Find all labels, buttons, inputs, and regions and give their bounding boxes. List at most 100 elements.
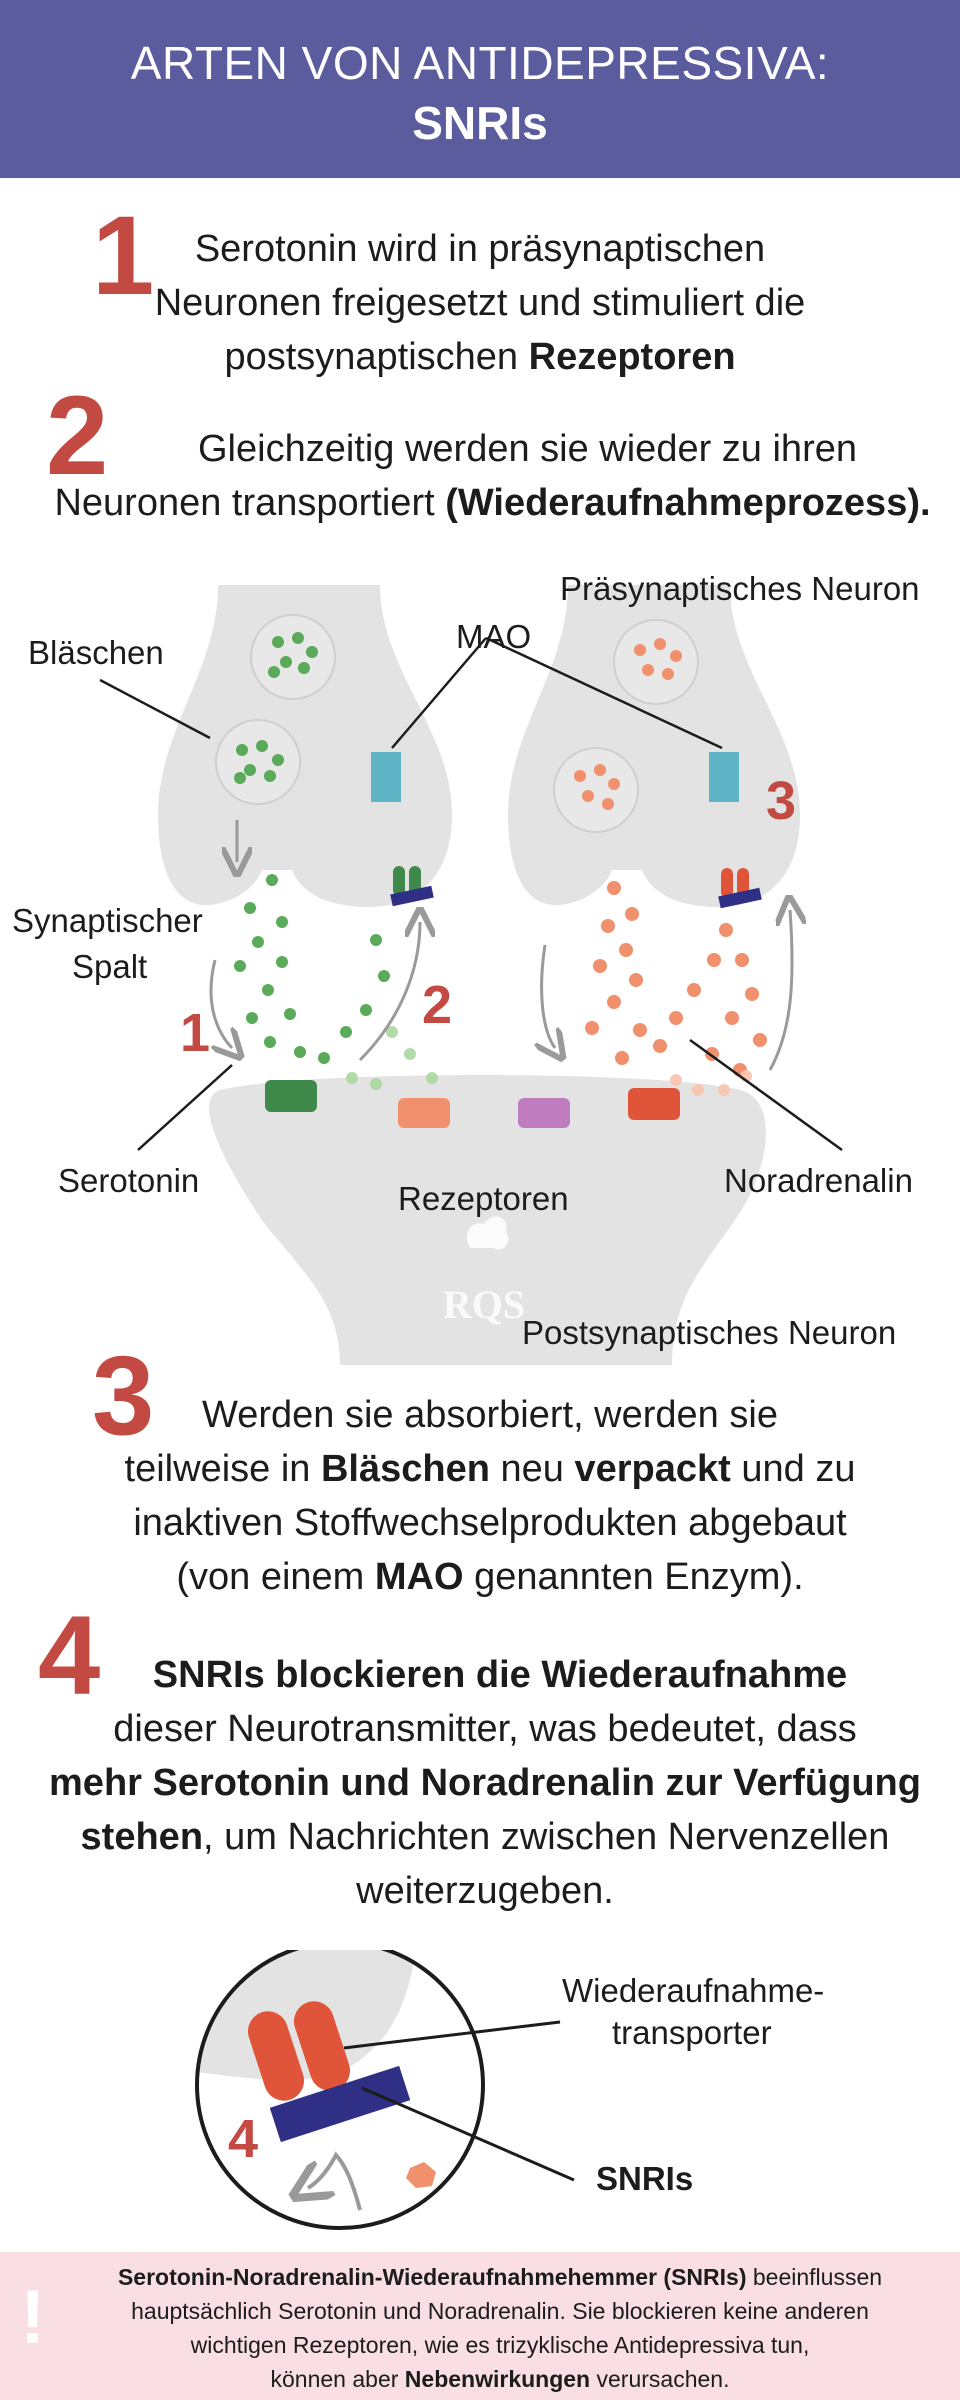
neurotransmitter-dot — [653, 1039, 667, 1053]
receptor-serotonin — [265, 1080, 317, 1112]
neurotransmitter-dot — [346, 1072, 358, 1084]
neurotransmitter-dot — [378, 970, 390, 982]
label-serotonin: Serotonin — [58, 1162, 200, 1199]
neurotransmitter-dot — [607, 995, 621, 1009]
neurotransmitter-dot — [718, 1084, 730, 1096]
neurotransmitter-dot — [404, 1048, 416, 1060]
neurotransmitter-dot — [268, 666, 280, 678]
text-line: teilweise in Bläschen neu verpackt und z… — [124, 1448, 856, 1490]
neurotransmitter-dot — [619, 943, 633, 957]
zoom-blocked-arrow — [308, 2151, 362, 2211]
text-line: hauptsächlich Serotonin und Noradrenalin… — [131, 2298, 869, 2324]
vesicle-circle — [215, 719, 301, 805]
text-line: inaktiven Stoffwechselprodukten abgebaut — [133, 1502, 847, 1544]
step-3-number: 3 — [92, 1333, 155, 1458]
zoom-snri-blocker — [269, 2065, 411, 2143]
zoom-illustration — [195, 1950, 575, 2230]
leader-serotonin — [137, 1064, 233, 1151]
text-line: weiterzugeben. — [356, 1870, 614, 1912]
neurotransmitter-dot — [234, 772, 246, 784]
neurotransmitter-dot — [386, 1026, 398, 1038]
step-1-number: 1 — [92, 193, 155, 318]
leader-noradrenaline — [689, 1038, 843, 1152]
label-transporter-line1: Wiederaufnahme- — [562, 1972, 825, 2009]
step-2-text: Gleichzeitig werden sie wieder zu ihren … — [40, 422, 945, 530]
neurotransmitter-dot — [426, 1072, 438, 1084]
arrow-release-right — [542, 944, 555, 1048]
neurotransmitter-dot — [585, 1021, 599, 1035]
label-noradrenaline: Noradrenalin — [724, 1162, 913, 1199]
text-line: Serotonin-Noradrenalin-Wiederaufnahmehem… — [117, 2264, 883, 2290]
receptor-purple — [518, 1098, 570, 1128]
neurotransmitter-dot — [266, 874, 278, 886]
label-presynaptic-neuron: Präsynaptisches Neuron — [560, 570, 920, 607]
neurotransmitter-dot — [272, 636, 284, 648]
leader-mao-left — [391, 637, 487, 749]
vesicle-circle — [553, 747, 639, 833]
step-3-text: Werden sie absorbiert, werden sie teilwe… — [100, 1388, 880, 1604]
neurotransmitter-dot — [725, 1011, 739, 1025]
neurotransmitter-dot — [246, 1012, 258, 1024]
neurotransmitter-dot — [318, 1052, 330, 1064]
receptor-noradrenaline — [628, 1088, 680, 1120]
leader-transporter — [343, 2020, 561, 2050]
arrow-release — [209, 959, 232, 1048]
neurotransmitter-dot — [264, 1036, 276, 1048]
neurotransmitter-dot — [340, 1026, 352, 1038]
neurotransmitter-dot — [276, 916, 288, 928]
marker-step-3: 3 — [766, 771, 797, 831]
neurotransmitter-dot — [264, 770, 276, 782]
neurotransmitter-dot — [735, 953, 749, 967]
vesicle-contents — [234, 632, 682, 810]
label-postsynaptic-neuron: Postsynaptisches Neuron — [522, 1314, 897, 1351]
neurotransmitter-dot — [360, 1004, 372, 1016]
zoom-marker-4: 4 — [228, 2109, 259, 2169]
text-line: dieser Neurotransmitter, was bedeutet, d… — [113, 1708, 857, 1750]
footer-text: Serotonin-Noradrenalin-Wiederaufnahmehem… — [60, 2260, 940, 2396]
leader-vesicles — [99, 678, 211, 740]
text-line: Gleichzeitig werden sie wieder zu ihren — [198, 428, 857, 470]
header-title-line2: SNRIs — [412, 97, 548, 149]
text-line: Werden sie absorbiert, werden sie — [202, 1394, 778, 1436]
rqs-logo-text: RQS — [443, 1282, 525, 1327]
neurotransmitter-dot — [753, 1033, 767, 1047]
header-title-line1: ARTEN VON ANTIDEPRESSIVA: — [130, 37, 830, 89]
neurotransmitter-dot — [574, 770, 586, 782]
neurotransmitter-dot — [607, 881, 621, 895]
text-line: Neuronen transportiert (Wiederaufnahmepr… — [54, 482, 931, 524]
text-line: können aber Nebenwirkungen verursachen. — [270, 2366, 730, 2392]
label-snris: SNRIs — [596, 2160, 694, 2197]
text-line: mehr Serotonin und Noradrenalin zur Verf… — [49, 1762, 921, 1804]
neurotransmitter-dot — [601, 919, 615, 933]
leader-snris — [361, 2086, 575, 2182]
neurotransmitter-dot — [262, 984, 274, 996]
vesicle-circle — [613, 619, 699, 705]
neurotransmitter-dot — [594, 764, 606, 776]
zoom-circle-outline — [195, 1950, 485, 2230]
neurotransmitter-dot — [670, 1074, 682, 1086]
step-4-text: SNRIs blockieren die Wiederaufnahme dies… — [30, 1648, 940, 1918]
arrow-reuptake-right — [768, 910, 792, 1071]
neurotransmitter-dot — [707, 953, 721, 967]
label-receptors: Rezeptoren — [398, 1180, 569, 1217]
label-vesicles: Bläschen — [28, 634, 164, 671]
neurotransmitter-dot — [687, 983, 701, 997]
label-transporter-line2: transporter — [612, 2014, 772, 2051]
neurotransmitter-dot — [370, 934, 382, 946]
mao-enzyme-right — [709, 752, 739, 802]
neurotransmitter-dot — [608, 778, 620, 790]
neurotransmitter-dot — [272, 754, 284, 766]
neurotransmitter-dot — [256, 740, 268, 752]
neurotransmitter-dot — [642, 664, 654, 676]
reuptake-transporter-left — [390, 866, 434, 907]
neurotransmitter-dot — [654, 638, 666, 650]
neurotransmitter-dot — [294, 1046, 306, 1058]
presynaptic-neuron-left — [158, 585, 452, 908]
neurotransmitter-dot — [602, 798, 614, 810]
vesicle-circle — [250, 614, 336, 700]
neurotransmitter-dot — [582, 790, 594, 802]
label-mao: MAO — [456, 618, 532, 655]
marker-step-2: 2 — [422, 975, 453, 1035]
step-1-text: Serotonin wird in präsynaptischen Neuron… — [120, 222, 840, 384]
reuptake-transporter-right — [718, 868, 762, 909]
